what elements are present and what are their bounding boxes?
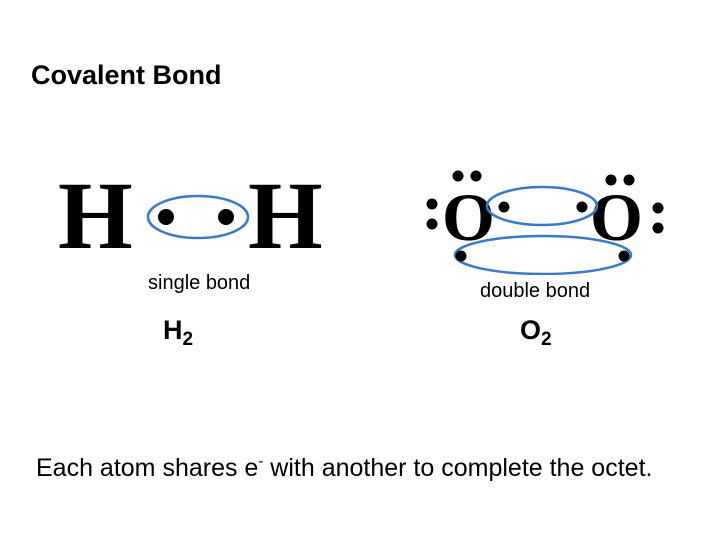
electron [618,250,630,262]
electron [498,201,510,213]
electron [158,209,174,225]
electron [652,222,664,234]
single-bond-label: single bond [148,272,251,294]
electron [623,174,635,186]
o2-lewis-diagram: O O [426,170,664,275]
explanation-text-part2: with another to complete the octet. [263,454,653,482]
double-bond-outline-upper [485,185,599,227]
double-bond-outline-lower [453,234,633,275]
electron [426,218,438,230]
h2-lewis-diagram: H H [58,170,323,262]
h2-formula: H2 [163,315,193,349]
o2-formula: O2 [520,315,552,349]
h2-formula-subscript: 2 [182,329,194,350]
electron [576,201,588,213]
atom-h-left: H [58,170,133,262]
electron [652,202,664,214]
electron [455,250,467,262]
electron [470,170,482,182]
electron-charge-superscript: - [258,453,264,470]
atom-o-right: O [590,179,643,255]
explanation-text-part1: Each atom shares e [36,454,259,482]
single-bond-outline [146,194,250,240]
explanation-text: Each atom shares e- with another to comp… [36,452,696,484]
atom-o-left: O [442,179,495,255]
page-title: Covalent Bond [31,60,222,90]
electron [218,209,234,225]
o2-formula-symbol: O [520,315,542,345]
electron [605,174,617,186]
double-bond-label: double bond [480,280,591,302]
o2-formula-subscript: 2 [541,329,552,350]
electron [426,198,438,210]
electron [452,170,464,182]
atom-h-right: H [248,170,323,262]
h2-formula-symbol: H [163,315,183,345]
